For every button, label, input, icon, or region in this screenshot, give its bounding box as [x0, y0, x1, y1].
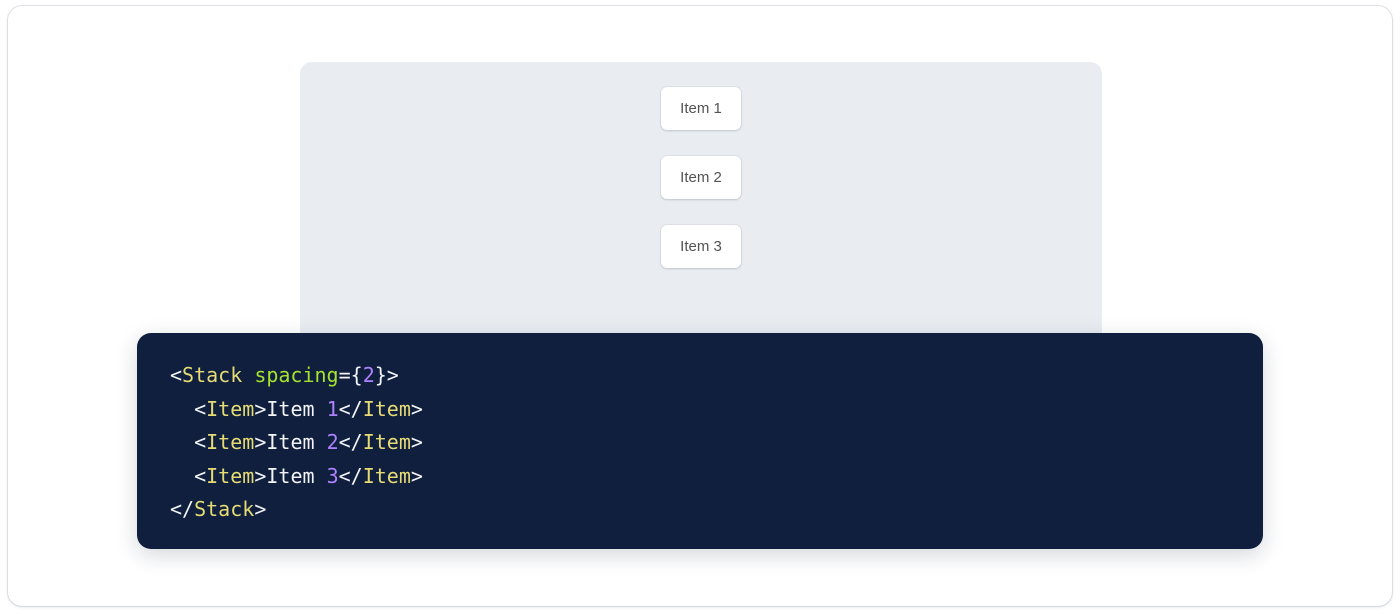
code-token-tag: Item [206, 396, 255, 421]
code-token-tag: Item [206, 463, 255, 488]
code-token-punc: = [338, 363, 351, 387]
code-token-num: 3 [326, 463, 339, 488]
code-token-attr: spacing [254, 363, 339, 387]
code-token-punc: > [254, 497, 267, 522]
code-line: <Item>Item 1</Item> [170, 393, 423, 427]
code-token-punc: > [410, 396, 423, 421]
code-snippet-panel[interactable]: <Stack spacing={2}> <Item>Item 1</Item> … [137, 333, 1263, 549]
code-token-text: Item [266, 396, 327, 421]
component-preview-panel: Item 1 Item 2 Item 3 [300, 62, 1102, 362]
stack-preview: Item 1 Item 2 Item 3 [300, 62, 1102, 268]
code-indent [170, 430, 194, 454]
code-token-tag: Item [362, 430, 411, 455]
code-token-punc: > [254, 396, 267, 421]
code-block[interactable]: <Stack spacing={2}> <Item>Item 1</Item> … [170, 359, 423, 527]
code-token-punc [242, 363, 254, 387]
code-line: </Stack> [170, 493, 423, 527]
code-token-text: Item [266, 430, 327, 455]
code-token-punc: > [254, 463, 267, 488]
code-token-punc: </ [170, 497, 195, 522]
code-line: <Item>Item 3</Item> [170, 460, 423, 494]
stack-item[interactable]: Item 2 [661, 156, 741, 199]
code-token-punc: > [386, 363, 399, 387]
code-token-punc: { [350, 363, 363, 387]
code-token-num: 2 [362, 363, 375, 387]
stack-item[interactable]: Item 1 [661, 87, 741, 130]
code-token-punc: < [194, 430, 207, 455]
code-token-punc: < [170, 363, 183, 387]
code-token-punc: > [410, 430, 423, 455]
code-token-punc: </ [338, 463, 363, 488]
code-token-tag: Item [206, 430, 255, 455]
stack-item[interactable]: Item 3 [661, 225, 741, 268]
code-token-punc: </ [338, 396, 363, 421]
code-token-tag: Item [362, 396, 411, 421]
code-token-text: Item [266, 463, 327, 488]
code-token-num: 1 [326, 396, 339, 421]
code-token-num: 2 [326, 430, 339, 455]
code-indent [170, 397, 194, 421]
code-token-punc: </ [338, 430, 363, 455]
code-line: <Item>Item 2</Item> [170, 426, 423, 460]
code-indent [170, 464, 194, 488]
code-line: <Stack spacing={2}> [170, 359, 423, 393]
code-token-tag: Stack [182, 363, 243, 387]
code-token-punc: > [410, 463, 423, 488]
code-token-punc: < [194, 396, 207, 421]
code-token-punc: > [254, 430, 267, 455]
code-token-tag: Stack [194, 497, 255, 522]
code-token-tag: Item [362, 463, 411, 488]
code-token-punc: < [194, 463, 207, 488]
code-token-punc: } [374, 363, 387, 387]
